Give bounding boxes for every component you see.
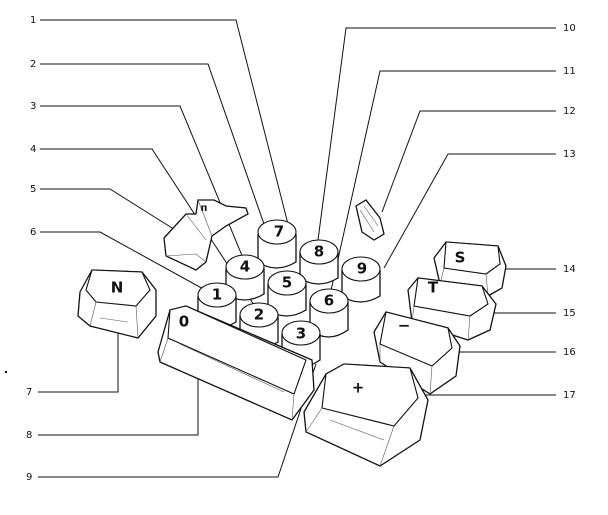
keycap-2-label: 2 (254, 306, 264, 324)
leader-line-1 (40, 19, 291, 233)
callout-number-8: 8 (26, 430, 32, 441)
leader-line-7 (38, 322, 119, 393)
leader-line-13 (383, 153, 556, 269)
keycap-8: 8 (299, 239, 339, 285)
keycap-0: 0 (157, 305, 315, 421)
callout-number-7: 7 (26, 387, 32, 398)
callout-number-14: 14 (563, 264, 576, 275)
leader-line-10 (317, 27, 556, 241)
callout-number-3: 3 (30, 101, 36, 112)
keycap-n: N (77, 269, 157, 339)
keycap-9-label: 9 (357, 260, 367, 278)
leader-line-12 (381, 110, 556, 213)
callout-number-10: 10 (563, 23, 576, 34)
leader-line-6 (40, 231, 217, 297)
keycap-9: 9 (341, 256, 381, 303)
stray-dot (4, 370, 8, 374)
callout-number-9: 9 (26, 472, 32, 483)
keycap-0-label: 0 (179, 313, 189, 331)
keycap-7: 7 (257, 219, 297, 269)
clip-part (355, 199, 385, 241)
leader-line-11 (329, 70, 556, 296)
leader-line-8 (38, 364, 199, 436)
keycap-plus: + (303, 363, 429, 467)
keycap-minus: − (373, 311, 461, 395)
keycap-1-label: 1 (212, 286, 222, 304)
keycap-4-label: 4 (240, 258, 250, 276)
callout-number-17: 17 (563, 390, 576, 401)
callout-number-4: 4 (30, 144, 36, 155)
callout-number-2: 2 (30, 59, 36, 70)
leader-line-2 (40, 63, 279, 265)
keycap-6: 6 (309, 288, 349, 338)
leader-line-4 (40, 148, 257, 309)
keycap-5: 5 (267, 270, 307, 317)
keycap-3-label: 3 (296, 325, 306, 343)
leader-line-5 (40, 188, 189, 239)
leader-lines-right (317, 27, 556, 396)
keycap-plus-label: + (352, 379, 365, 397)
leader-line-3 (40, 105, 249, 271)
stand-part: ᴨ (163, 199, 249, 271)
callout-number-6: 6 (30, 227, 36, 238)
keycap-s-label: S (455, 249, 466, 267)
callout-number-11: 11 (563, 66, 576, 77)
keycap-5-label: 5 (282, 274, 292, 292)
callout-number-16: 16 (563, 347, 576, 358)
keycap-n-label: N (111, 279, 124, 297)
callout-number-5: 5 (30, 184, 36, 195)
keycap-minus-label: − (398, 317, 411, 335)
callout-number-15: 15 (563, 308, 576, 319)
stand-mark: ᴨ (201, 203, 208, 214)
keycap-6-label: 6 (324, 292, 334, 310)
callout-number-13: 13 (563, 149, 576, 160)
keycap-8-label: 8 (314, 243, 324, 261)
callout-number-1: 1 (30, 15, 36, 26)
callout-number-12: 12 (563, 106, 576, 117)
keycap-7-label: 7 (274, 223, 284, 241)
keycap-t-label: T (428, 279, 439, 297)
